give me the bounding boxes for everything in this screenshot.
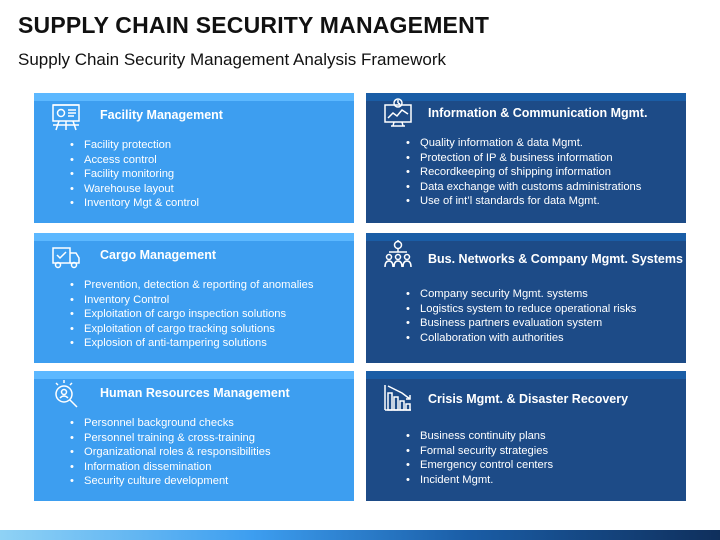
list-item: Warehouse layout [70, 182, 199, 197]
list-item: Personnel training & cross-training [70, 431, 271, 446]
list-item: Exploitation of cargo tracking solutions [70, 322, 313, 337]
page-subtitle: Supply Chain Security Management Analysi… [18, 50, 447, 69]
facility-management-card: Facility Management Facility protection … [34, 93, 354, 223]
list-item: Quality information & data Mgmt. [406, 136, 641, 151]
card-bullet-list: Quality information & data Mgmt. Protect… [406, 136, 641, 209]
list-item: Collaboration with authorities [406, 331, 636, 346]
list-item: Business continuity plans [406, 429, 553, 444]
cargo-management-card: Cargo Management Prevention, detection &… [34, 233, 354, 363]
card-top-bar [34, 93, 354, 101]
list-item: Explosion of anti-tampering solutions [70, 336, 313, 351]
list-item: Business partners evaluation system [406, 316, 636, 331]
list-item: Personnel background checks [70, 416, 271, 431]
delivery-truck-icon [52, 247, 80, 269]
card-top-bar [34, 233, 354, 241]
list-item: Prevention, detection & reporting of ano… [70, 278, 313, 293]
team-network-icon [384, 240, 412, 268]
list-item: Incident Mgmt. [406, 473, 553, 488]
list-item: Exploitation of cargo inspection solutio… [70, 307, 313, 322]
list-item: Inventory Control [70, 293, 313, 308]
list-item: Facility protection [70, 138, 199, 153]
information-communication-card: Information & Communication Mgmt. Qualit… [366, 93, 686, 223]
list-item: Security culture development [70, 474, 271, 489]
people-search-icon [55, 380, 78, 408]
crisis-management-card: Crisis Mgmt. & Disaster Recovery Busines… [366, 371, 686, 501]
list-item: Data exchange with customs administratio… [406, 180, 641, 195]
card-top-bar [366, 93, 686, 101]
card-bullet-list: Business continuity plans Formal securit… [406, 429, 553, 487]
card-bullet-list: Prevention, detection & reporting of ano… [70, 278, 313, 351]
card-top-bar [34, 371, 354, 379]
human-resources-card: Human Resources Management Personnel bac… [34, 371, 354, 501]
list-item: Protection of IP & business information [406, 151, 641, 166]
card-bullet-list: Personnel background checks Personnel tr… [70, 416, 271, 489]
card-top-bar [366, 233, 686, 241]
list-item: Access control [70, 153, 199, 168]
card-bullet-list: Company security Mgmt. systems Logistics… [406, 287, 636, 345]
list-item: Inventory Mgt & control [70, 196, 199, 211]
list-item: Information dissemination [70, 460, 271, 475]
presentation-board-icon [52, 104, 80, 131]
card-heading: Human Resources Management [100, 386, 290, 400]
declining-chart-icon [384, 385, 411, 411]
card-heading: Bus. Networks & Company Mgmt. Systems [428, 252, 683, 266]
card-heading: Crisis Mgmt. & Disaster Recovery [428, 392, 629, 406]
card-heading: Facility Management [100, 108, 223, 122]
list-item: Use of int’l standards for data Mgmt. [406, 194, 641, 209]
list-item: Emergency control centers [406, 458, 553, 473]
monitor-chart-icon [384, 98, 412, 127]
card-top-bar [366, 371, 686, 379]
list-item: Logistics system to reduce operational r… [406, 302, 636, 317]
list-item: Company security Mgmt. systems [406, 287, 636, 302]
list-item: Organizational roles & responsibilities [70, 445, 271, 460]
list-item: Facility monitoring [70, 167, 199, 182]
decorative-bottom-strip [0, 530, 720, 540]
card-heading: Information & Communication Mgmt. [428, 106, 648, 120]
page-title: SUPPLY CHAIN SECURITY MANAGEMENT [18, 12, 490, 38]
business-networks-card: Bus. Networks & Company Mgmt. Systems Co… [366, 233, 686, 363]
list-item: Recordkeeping of shipping information [406, 165, 641, 180]
card-heading: Cargo Management [100, 248, 216, 262]
list-item: Formal security strategies [406, 444, 553, 459]
card-bullet-list: Facility protection Access control Facil… [70, 138, 199, 211]
